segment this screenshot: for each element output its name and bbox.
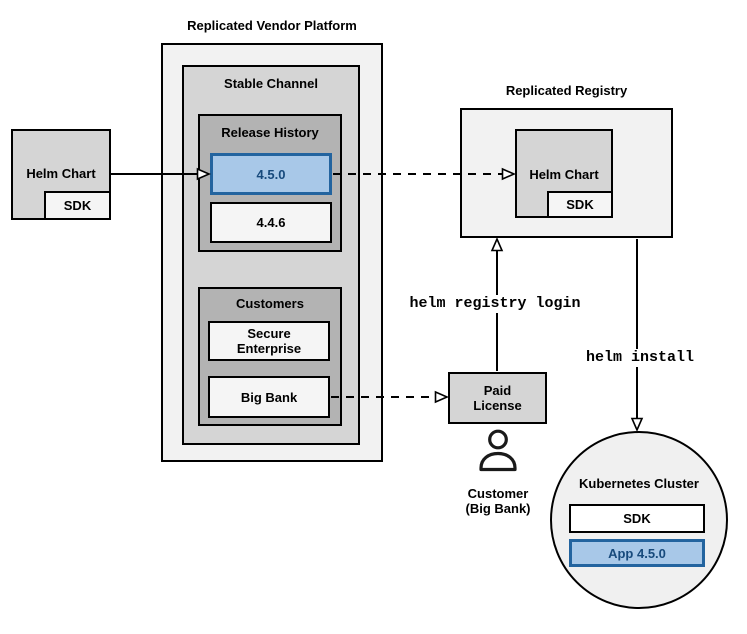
registry-sdk-box: SDK (547, 191, 613, 218)
source-helm-chart-label: Helm Chart (26, 166, 96, 181)
registry-title: Replicated Registry (505, 83, 628, 98)
stable-channel-title: Stable Channel (224, 76, 318, 91)
source-sdk-box: SDK (44, 191, 111, 220)
kubernetes-cluster-title: Kubernetes Cluster (579, 476, 699, 491)
registry-helm-chart-label: Helm Chart (529, 167, 599, 182)
paid-license-label: Paid License (473, 383, 522, 413)
cluster-app-box: App 4.5.0 (569, 539, 705, 567)
customer-caption-line1: Customer (467, 486, 529, 501)
release-450-label: 4.5.0 (256, 166, 286, 182)
release-450-box: 4.5.0 (210, 153, 332, 195)
cluster-app-label: App 4.5.0 (608, 545, 666, 561)
arrow-registry-to-cluster (630, 239, 644, 433)
customers-title: Customers (236, 296, 304, 311)
customer-big-bank-label: Big Bank (240, 389, 298, 405)
person-icon (479, 429, 517, 472)
customer-big-bank-box: Big Bank (208, 376, 330, 418)
cluster-sdk-box: SDK (569, 504, 705, 533)
customer-secure-enterprise-box: Secure Enterprise (208, 321, 330, 361)
cluster-sdk-label: SDK (623, 511, 651, 526)
source-sdk-label: SDK (63, 198, 92, 213)
registry-sdk-label: SDK (566, 197, 594, 212)
helm-registry-login-command: helm registry login (401, 295, 589, 313)
release-446-box: 4.4.6 (210, 202, 332, 243)
customer-secure-enterprise-label: Secure Enterprise (236, 326, 302, 356)
paid-license-box: Paid License (448, 372, 547, 424)
release-history-title: Release History (221, 125, 319, 140)
vendor-platform-title: Replicated Vendor Platform (187, 18, 357, 33)
release-446-label: 4.4.6 (256, 215, 286, 230)
customer-caption-line2: (Big Bank) (465, 501, 531, 516)
helm-install-command: helm install (573, 349, 707, 367)
customer-caption: Customer (Big Bank) (448, 486, 548, 516)
